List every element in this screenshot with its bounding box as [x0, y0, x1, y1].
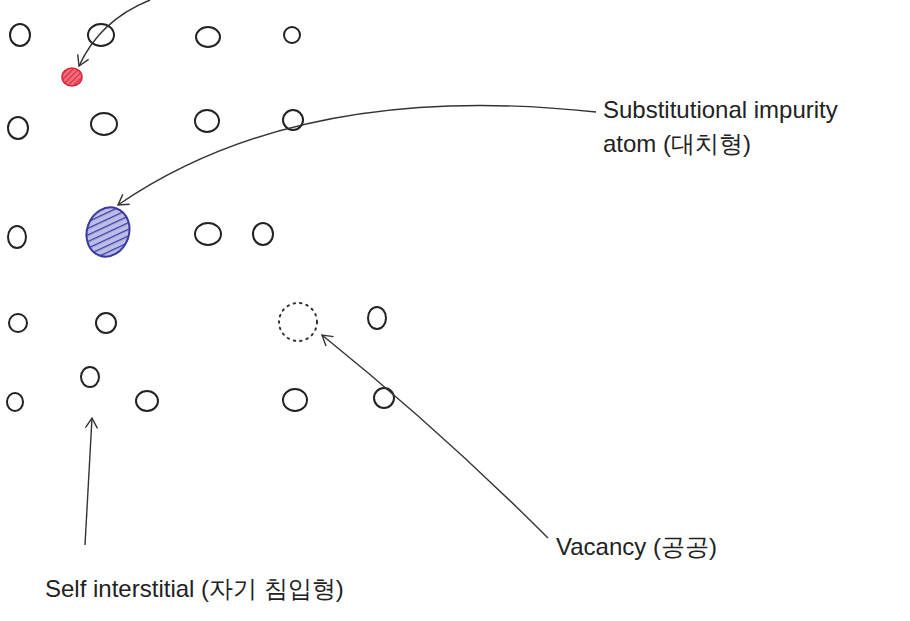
interstitial-impurity [62, 68, 82, 86]
vacancy-site [279, 303, 317, 341]
defect-label: Self interstitial (자기 침입형) [45, 572, 465, 606]
defect-label: Vacancy (공공) [556, 530, 886, 564]
host-atoms [7, 24, 394, 411]
leader-lines [79, 0, 596, 545]
substitutional-atom [80, 201, 137, 262]
defect-label: Substitutional impurity atom (대치형) [603, 93, 865, 160]
